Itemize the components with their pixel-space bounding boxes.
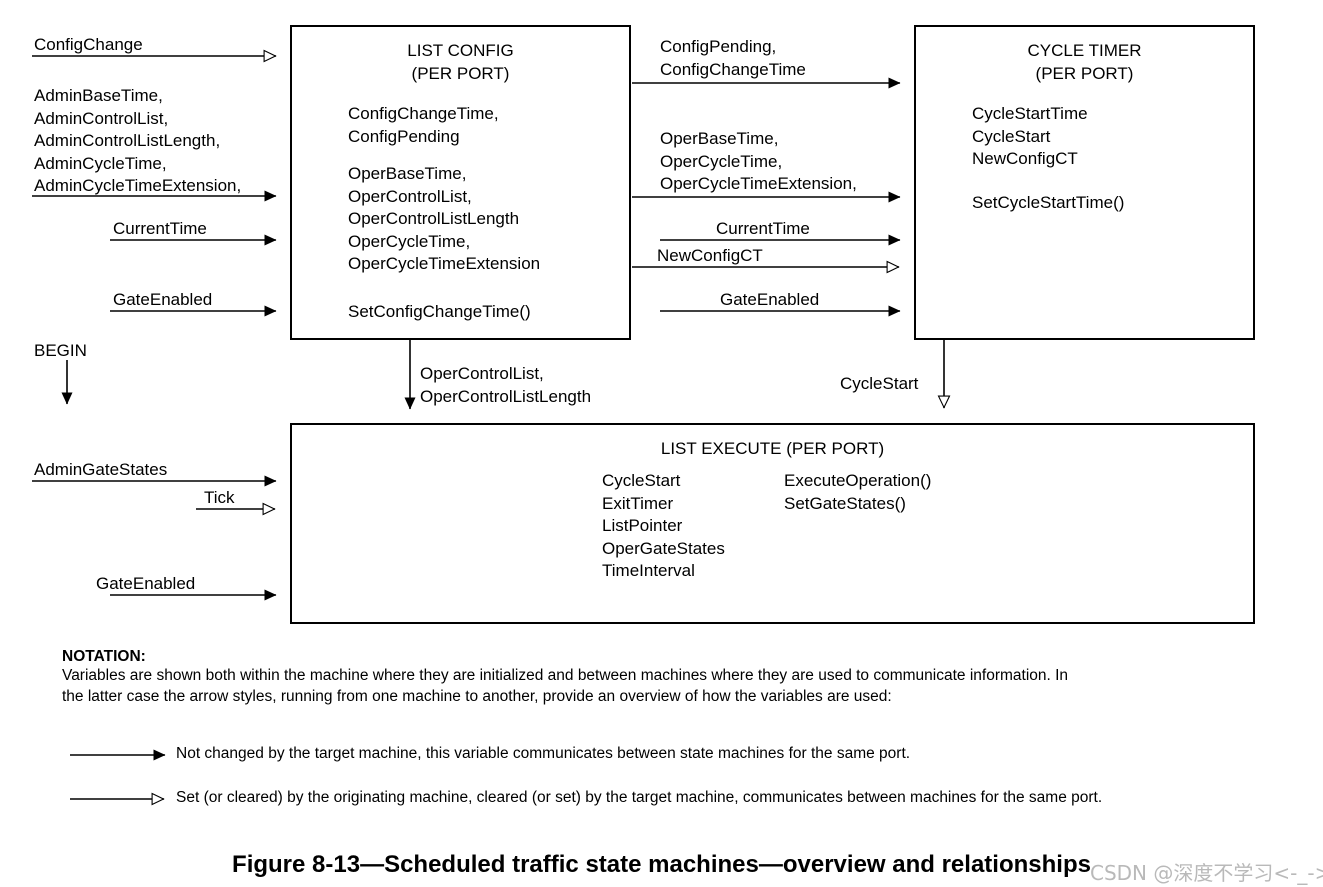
legend-item-hollow-arrow-text: Set (or cleared) by the originating mach… <box>176 789 1103 806</box>
signal-label-admin-group: AdminBaseTime, AdminControlList, AdminCo… <box>34 86 242 195</box>
signal-label-config-change: ConfigChange <box>34 35 143 54</box>
figure-caption: Figure 8-13—Scheduled traffic state mach… <box>232 851 1091 878</box>
signal-label-gate-enabled-execute: GateEnabled <box>96 574 196 593</box>
list-config-variables-group1: ConfigChangeTime, ConfigPending <box>348 104 499 146</box>
list-execute-variables: CycleStart ExitTimer ListPointer OperGat… <box>602 471 725 580</box>
notation-line-2: the latter case the arrow styles, runnin… <box>62 687 892 705</box>
signal-label-current-time-mid: CurrentTime <box>716 219 810 238</box>
state-machine-cycle-timer[interactable]: CYCLE TIMER (PER PORT) CycleStartTime Cy… <box>914 25 1255 340</box>
signal-label-current-time-left: CurrentTime <box>113 219 207 238</box>
signal-label-begin: BEGIN <box>34 341 87 360</box>
cycle-timer-title-line2: (PER PORT) <box>1035 64 1134 83</box>
signal-label-oper-control-list-down: OperControlList, OperControlListLength <box>420 364 592 406</box>
notation-line-1: Variables are shown both within the mach… <box>62 667 1069 684</box>
cycle-timer-functions: SetCycleStartTime() <box>972 193 1125 212</box>
signal-label-tick: Tick <box>204 488 235 507</box>
list-config-variables-group2: OperBaseTime, OperControlList, OperContr… <box>348 164 541 273</box>
signal-label-config-pending-group: ConfigPending, ConfigChangeTime <box>660 37 806 79</box>
list-execute-title: LIST EXECUTE (PER PORT) <box>660 439 885 458</box>
cycle-timer-variables: CycleStartTime CycleStart NewConfigCT <box>972 104 1088 168</box>
signal-label-oper-group-mid: OperBaseTime, OperCycleTime, OperCycleTi… <box>660 129 857 193</box>
list-config-functions: SetConfigChangeTime() <box>348 302 531 321</box>
cycle-timer-title-line1: CYCLE TIMER <box>1027 41 1142 60</box>
watermark: CSDN @深度不学习<-_-> <box>1090 861 1323 885</box>
list-config-title-line2: (PER PORT) <box>411 64 510 83</box>
state-machine-list-execute[interactable]: LIST EXECUTE (PER PORT) CycleStart ExitT… <box>290 423 1255 624</box>
signal-label-admin-gate-states: AdminGateStates <box>34 460 168 479</box>
notation-heading: NOTATION: <box>62 648 146 665</box>
state-machine-list-config[interactable]: LIST CONFIG (PER PORT) ConfigChangeTime,… <box>290 25 631 340</box>
signal-label-new-config-ct: NewConfigCT <box>657 246 763 265</box>
list-config-title-line1: LIST CONFIG <box>407 41 514 60</box>
list-execute-functions: ExecuteOperation() SetGateStates() <box>784 471 932 513</box>
signal-label-cycle-start-down: CycleStart <box>840 374 919 393</box>
legend-item-filled-arrow-text: Not changed by the target machine, this … <box>176 745 911 762</box>
notation-section: NOTATION: Variables are shown both withi… <box>62 648 1317 707</box>
signal-label-gate-enabled-left: GateEnabled <box>113 290 213 309</box>
signal-label-gate-enabled-mid: GateEnabled <box>720 290 820 309</box>
